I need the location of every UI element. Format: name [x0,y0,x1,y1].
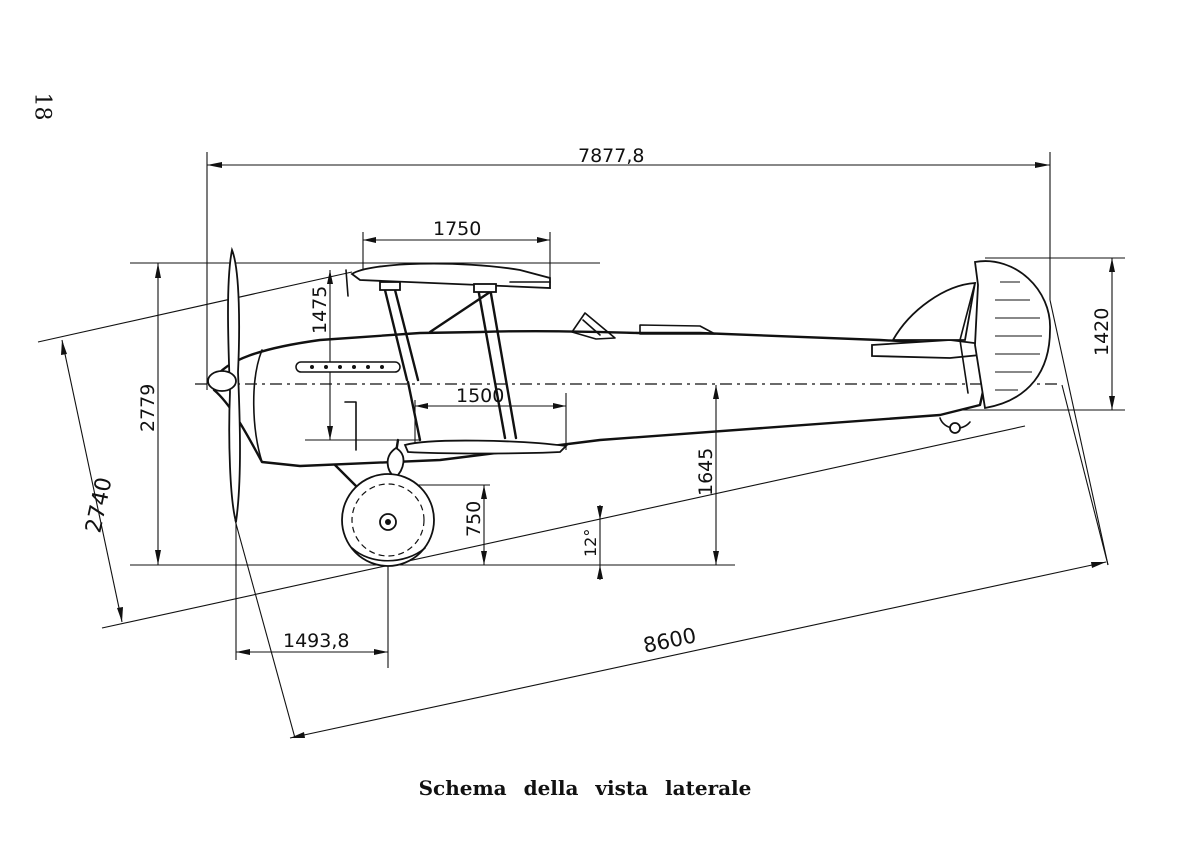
upper-wing-height-dimension: 1475 [309,270,333,440]
overall-length-label: 7877,8 [578,145,644,167]
ground-line-dimension: 8600 [289,561,1107,739]
tail-height-dimension: 1420 [1091,258,1115,410]
upper-wing-chord-dimension: 1750 [362,218,551,285]
rudder [973,260,1051,410]
prop-axle-label: 1493,8 [283,630,349,652]
overall-length-dimension: 7877,8 [206,145,1051,390]
ground-angle-dimension: 12° [581,505,603,580]
total-height-dimension: 2779 [137,263,161,565]
propeller-diameter-dimension: 2740 [61,339,123,623]
figure-caption: Schema della vista laterale [418,776,752,800]
lower-wing-chord-dimension: 1500 [414,385,567,450]
lower-wing-chord-label: 1500 [456,385,504,407]
axis-height-dimension: 1645 [695,385,719,565]
tail-height-label: 1420 [1091,308,1113,356]
ground-line-label: 8600 [641,623,698,658]
upper-wing-height-label: 1475 [309,286,331,334]
upper-wing-chord-label: 1750 [433,218,481,240]
fuselage [212,329,992,468]
lower-wing [403,439,568,455]
ground-angle-label: 12° [581,529,600,557]
propeller-diameter-label: 2740 [81,475,117,535]
aircraft [207,246,1051,567]
axle-height-label: 750 [463,501,485,537]
total-height-label: 2779 [137,384,159,432]
axis-height-label: 1645 [695,448,717,496]
upper-wing [350,262,551,289]
